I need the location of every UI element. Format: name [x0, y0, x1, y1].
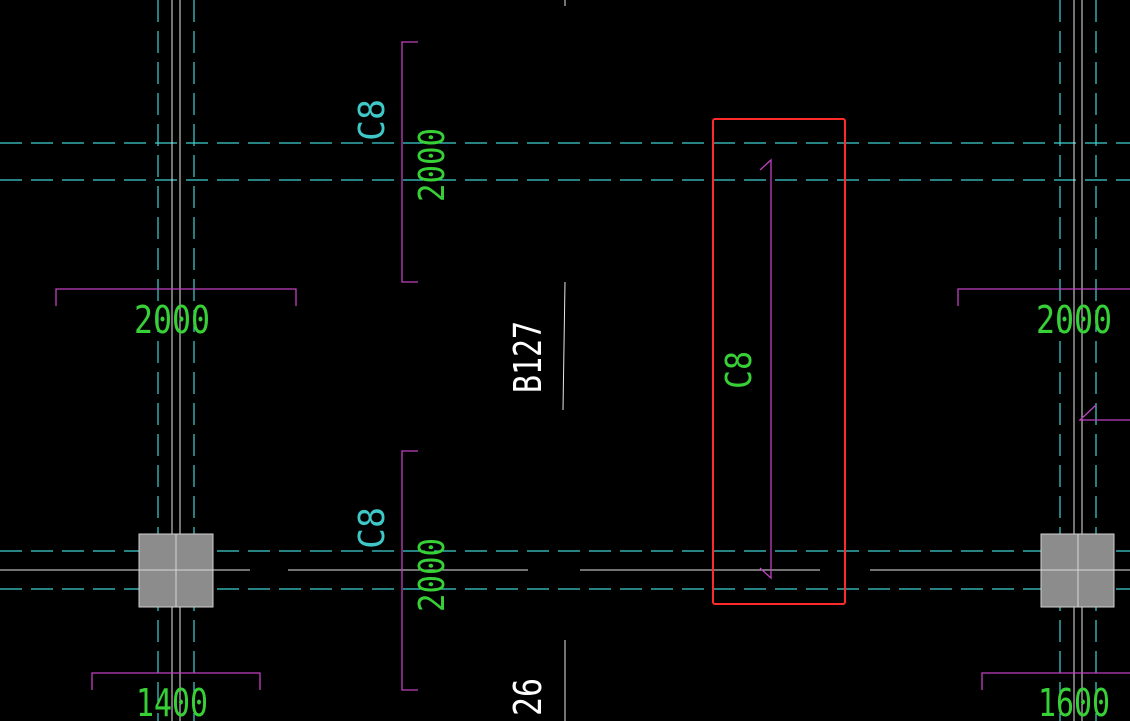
rebar-right-length-label: 2000 [1036, 298, 1112, 342]
rebar-top-grade-label: C8 [352, 99, 393, 141]
rebar-right-horizontal[interactable] [957, 288, 1130, 306]
rebar-bottom-left-length-label: 1400 [136, 681, 208, 721]
selection-box[interactable] [712, 118, 846, 605]
rebar-top-vertical[interactable] [401, 41, 418, 283]
rebar-right-hook[interactable] [1078, 404, 1130, 421]
rebar-bottom-length-label: 2000 [412, 538, 453, 612]
slab-label-main: B127 [506, 321, 550, 393]
rebar-left-horizontal[interactable] [55, 288, 297, 306]
selected-rebar-grade-label: C8 [719, 351, 760, 389]
slab-label-bottom: 26 [506, 678, 550, 716]
labels: C8 2000 C8 2000 2000 2000 1400 1600 C8 B… [134, 99, 1112, 721]
rebar-selected[interactable] [759, 158, 772, 580]
rebar-top-length-label: 2000 [412, 128, 453, 202]
columns [138, 533, 1115, 608]
rebar-bottom-right-length-label: 1600 [1038, 681, 1110, 721]
slab-divider-top [562, 281, 566, 411]
rebar-bottom-left[interactable] [91, 672, 261, 690]
rebar-left-length-label: 2000 [134, 298, 210, 342]
rebar-bottom-grade-label: C8 [352, 507, 393, 549]
rebar-bottom-vertical[interactable] [401, 450, 418, 691]
rebars [55, 41, 1130, 691]
rebar-bottom-right[interactable] [981, 672, 1130, 690]
